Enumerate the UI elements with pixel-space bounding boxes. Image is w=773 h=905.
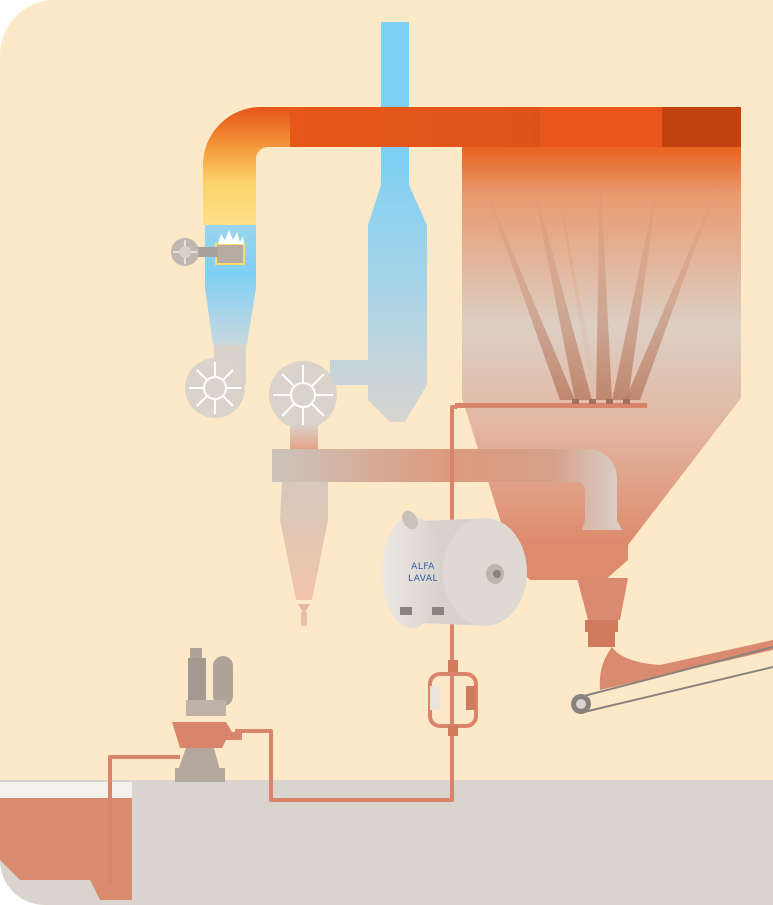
svg-text:ALFA: ALFA	[411, 562, 435, 572]
svg-text:LAVAL: LAVAL	[408, 574, 438, 584]
plate-heat-exchanger: ALFA LAVAL	[382, 508, 527, 628]
